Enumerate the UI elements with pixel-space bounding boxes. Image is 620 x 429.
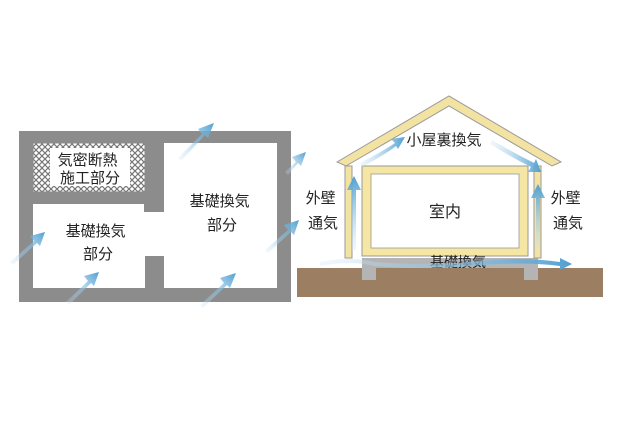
airtight-label-line2: 施工部分 <box>60 169 120 187</box>
airtight-label-line1: 気密断熱 <box>58 151 118 169</box>
air-arrow <box>178 123 214 161</box>
air-arrow <box>360 137 405 167</box>
left-room-label-line2: 部分 <box>83 245 113 263</box>
right-room-label-line2: 部分 <box>207 216 237 234</box>
right-room-label: 基礎換気 部分 <box>190 192 255 234</box>
foundation-plan <box>19 131 291 302</box>
right-wall-label-line1: 外壁 <box>551 189 581 207</box>
indoor-label: 室内 <box>429 202 461 221</box>
air-arrow <box>265 220 299 253</box>
air-arrow <box>66 272 99 305</box>
air-arrow <box>490 140 541 172</box>
air-arrow <box>531 184 545 250</box>
section-air-arrows <box>320 137 572 270</box>
left-wall-label-line2: 通気 <box>308 214 338 232</box>
left-ventilation-room <box>33 204 145 288</box>
air-arrow <box>347 176 361 250</box>
right-wall-ventilation-label: 外壁 通気 <box>551 189 586 232</box>
house-section <box>297 95 603 297</box>
foundation <box>362 258 538 268</box>
outer-wall-left <box>344 165 353 259</box>
plan-air-arrows <box>10 123 306 308</box>
left-room-label: 基礎換気 部分 <box>66 222 131 263</box>
airtight-label: 気密断熱 施工部分 <box>58 151 123 187</box>
air-arrow <box>200 273 236 308</box>
air-arrow <box>285 152 306 175</box>
attic-ventilation-label: 小屋裏換気 <box>406 131 481 149</box>
right-ventilation-room <box>164 143 277 288</box>
air-arrow <box>10 232 45 265</box>
left-wall-ventilation-label: 外壁 通気 <box>306 189 341 232</box>
left-room-label-line1: 基礎換気 <box>66 222 126 240</box>
left-wall-label-line1: 外壁 <box>306 189 336 207</box>
ground <box>297 268 603 297</box>
air-arrow <box>320 258 572 270</box>
right-wall-label-line2: 通気 <box>553 214 583 232</box>
right-room-label-line1: 基礎換気 <box>190 192 250 210</box>
